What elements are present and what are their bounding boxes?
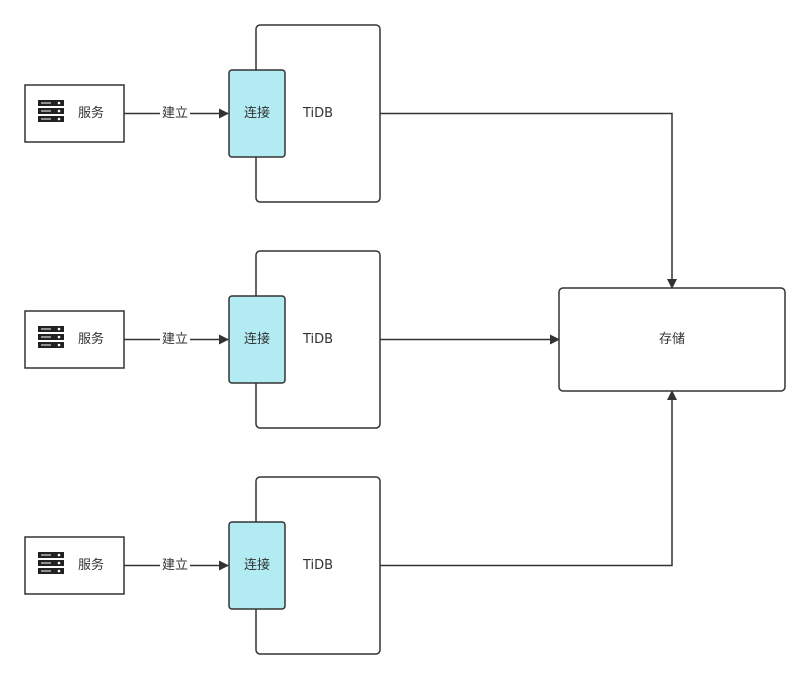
tidb-label-2: TiDB [302,332,334,347]
service-label-2: 服务 [77,332,105,347]
server-rack-icon [38,100,64,122]
service-label-3: 服务 [77,558,105,573]
server-rack-icon [38,552,64,574]
connection-node-2[interactable] [228,295,286,384]
tidb-to-storage-arrow-3 [380,390,677,567]
server-rack-icon [38,326,64,348]
connection-label-1: 连接 [243,106,271,121]
tidb-to-storage-arrow-1 [380,112,677,289]
tidb-label-1: TiDB [302,106,334,121]
service-label-1: 服务 [77,106,105,121]
connection-label-3: 连接 [243,558,271,573]
edge-label-1: 建立 [159,106,191,122]
row-3 [24,390,677,655]
storage-label: 存储 [658,332,686,347]
row-1 [24,24,677,289]
row-2 [24,250,560,429]
edge-label-3: 建立 [159,558,191,574]
tidb-label-3: TiDB [302,558,334,573]
storage-node[interactable] [558,287,786,392]
connection-label-2: 连接 [243,332,271,347]
edge-label-2: 建立 [159,332,191,348]
connection-node-3[interactable] [228,521,286,610]
connection-node-1[interactable] [228,69,286,158]
